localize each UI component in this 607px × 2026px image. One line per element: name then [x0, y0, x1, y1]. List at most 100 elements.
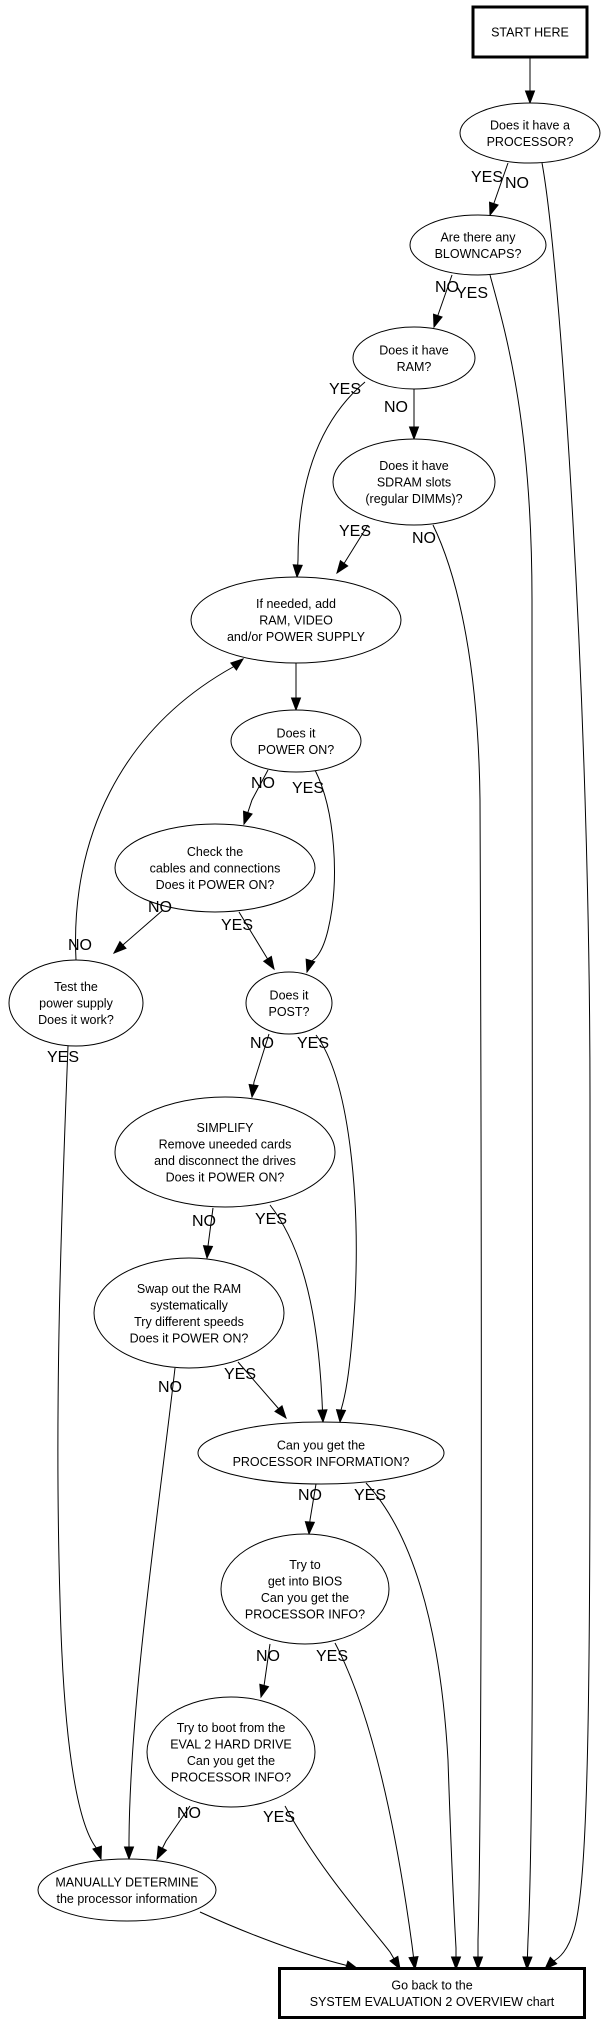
edge-label-no: NO — [158, 1379, 182, 1396]
edges-layer — [57, 57, 591, 1971]
node-text-line: Can you get the — [261, 1591, 349, 1605]
node-text-line: get into BIOS — [268, 1574, 342, 1588]
edge-post-to-procinfo — [315, 1034, 357, 1424]
node-text-line: Test the — [54, 980, 98, 994]
node-ellipse — [93, 1257, 285, 1369]
arrowhead-icon — [389, 1955, 401, 1971]
edge-sdram-to-add — [336, 524, 369, 575]
node-ellipse — [230, 709, 362, 773]
node-box — [278, 1967, 586, 2019]
node-text-line: PROCESSOR INFORMATION? — [233, 1455, 410, 1469]
arrowhead-icon — [112, 940, 127, 954]
node-text-line: PROCESSOR INFO? — [171, 1770, 291, 1784]
arrowhead-icon — [408, 426, 420, 441]
edge-label-no: NO — [298, 1487, 322, 1504]
edge-label-no: NO — [148, 899, 172, 916]
node-text-line: Check the — [187, 845, 243, 859]
node-ellipse — [190, 576, 402, 664]
node-ellipse — [352, 326, 476, 390]
edge-simplify-to-procinfo — [269, 1204, 328, 1424]
edge-label-yes: YES — [292, 780, 324, 797]
node-text-line: Can you get the — [187, 1754, 275, 1768]
edge-label-no: NO — [435, 279, 459, 296]
arrowhead-icon — [522, 1956, 533, 1971]
node-start: START HERE — [471, 5, 589, 59]
arrowhead-icon — [432, 313, 443, 329]
node-text-line: (regular DIMMs)? — [365, 492, 462, 506]
edge-label-no: NO — [251, 775, 275, 792]
edge-line — [128, 1367, 176, 1859]
arrowhead-icon — [259, 1683, 270, 1699]
edge-simplify-to-swapram — [202, 1207, 214, 1260]
edge-label-yes: YES — [456, 285, 488, 302]
edge-poweron-to-post — [305, 769, 335, 974]
node-text-line: and/or POWER SUPPLY — [227, 630, 366, 644]
node-text-line: Does it — [270, 988, 309, 1002]
node-text-line: Can you get the — [277, 1438, 365, 1452]
edge-line — [432, 524, 482, 1969]
node-ellipse — [459, 102, 601, 164]
node-text-line: RAM? — [397, 360, 432, 374]
node-text-line: cables and connections — [150, 862, 281, 876]
edge-label-yes: YES — [47, 1049, 79, 1066]
edge-psu-to-add — [75, 658, 245, 961]
node-ellipse — [409, 214, 547, 276]
edge-label-yes: YES — [263, 1809, 295, 1826]
edge-line — [75, 658, 244, 961]
edge-label-no: NO — [412, 530, 436, 547]
edge-ram-to-add — [292, 381, 366, 579]
edge-label-yes: YES — [224, 1366, 256, 1383]
arrowhead-icon — [450, 1956, 462, 1971]
node-text-line: Does it have — [379, 459, 449, 473]
edge-label-yes: YES — [255, 1211, 287, 1228]
arrowhead-icon — [335, 1409, 347, 1424]
edge-line — [199, 1911, 359, 1970]
edge-label-yes: YES — [339, 523, 371, 540]
edge-bios-to-goback — [334, 1642, 419, 1971]
edge-line — [365, 1482, 457, 1969]
edge-poweron-to-cables — [242, 769, 269, 826]
node-text-line: Does it have a — [490, 118, 570, 132]
node-text-line: Does it — [277, 726, 316, 740]
node-text-line: Swap out the RAM — [137, 1282, 241, 1296]
arrowhead-icon — [262, 955, 275, 971]
edge-swapram-to-procinfo — [237, 1361, 287, 1420]
edge-eval2-to-goback — [284, 1805, 401, 1971]
node-text-line: Go back to the — [391, 1978, 472, 1992]
edge-line — [269, 1204, 324, 1423]
edge-cables-to-psu — [112, 909, 164, 954]
arrowhead-icon — [242, 810, 253, 826]
arrowhead-icon — [408, 1955, 419, 1971]
arrowhead-icon — [156, 1845, 168, 1861]
edge-label-no: NO — [192, 1213, 216, 1230]
node-text-line: POWER ON? — [258, 743, 334, 757]
edge-label-no: NO — [68, 937, 92, 954]
node-ellipse — [332, 438, 496, 526]
arrowhead-icon — [304, 1521, 316, 1536]
edge-manual-to-goback — [199, 1911, 360, 1971]
edge-bios-to-eval2 — [259, 1643, 271, 1699]
edge-psu-to-manual — [57, 1045, 103, 1861]
node-text-line: and disconnect the drives — [154, 1154, 296, 1168]
edge-line — [541, 162, 591, 1970]
edge-processor-to-blowncaps — [488, 162, 509, 217]
arrowhead-icon — [472, 1956, 484, 1971]
arrowhead-icon — [543, 1956, 558, 1971]
node-text-line: Try to boot from the — [177, 1721, 286, 1735]
node-text-line: power supply — [39, 997, 113, 1011]
edge-blowncaps-to-goback — [489, 274, 534, 1971]
node-text-line: Does it POWER ON? — [130, 1331, 249, 1345]
node-text-line: SYSTEM EVALUATION 2 OVERVIEW chart — [310, 1995, 555, 2009]
arrowhead-icon — [292, 564, 303, 579]
node-text-line: Remove uneeded cards — [159, 1137, 292, 1151]
edge-label-no: NO — [177, 1805, 201, 1822]
edge-eval2-to-manual — [156, 1805, 191, 1861]
arrowhead-icon — [229, 658, 245, 671]
